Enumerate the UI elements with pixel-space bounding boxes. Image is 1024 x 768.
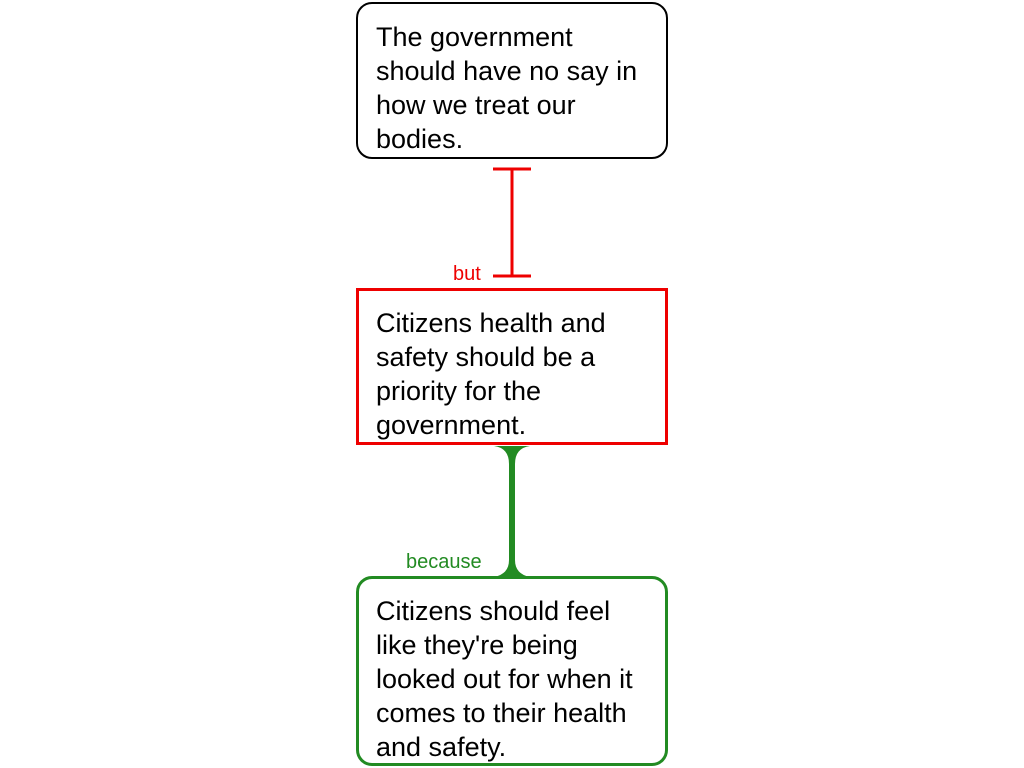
claim-box: The government should have no say in how… [356, 2, 668, 159]
but-label: but [453, 263, 481, 285]
but-connector [493, 167, 531, 278]
because-connector-shape [494, 446, 530, 577]
because-connector [494, 446, 530, 577]
objection-box: Citizens health and safety should be a p… [356, 288, 668, 445]
reason-box: Citizens should feel like they're being … [356, 576, 668, 766]
because-label: because [406, 551, 482, 573]
